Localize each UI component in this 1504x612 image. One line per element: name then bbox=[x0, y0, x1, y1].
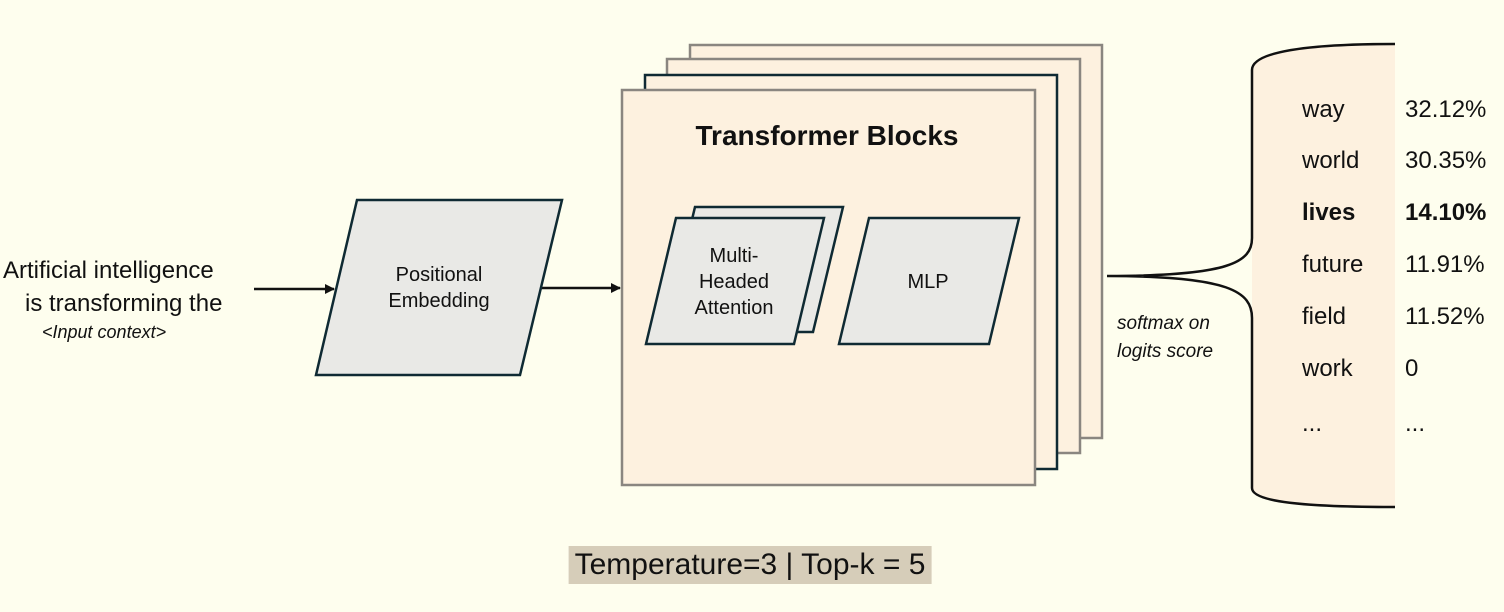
token-probability: 30.35% bbox=[1405, 147, 1487, 174]
token-label: lives bbox=[1302, 199, 1356, 226]
token-label: field bbox=[1302, 303, 1347, 330]
softmax-line-1: softmax on bbox=[1117, 313, 1210, 334]
mlp-label: MLP bbox=[907, 271, 949, 293]
attention-line-1: Multi- bbox=[709, 245, 759, 267]
output-brace-fill bbox=[1252, 44, 1395, 507]
token-probability: 11.52% bbox=[1405, 303, 1485, 330]
mlp-shape bbox=[837, 216, 1021, 346]
attention-line-2: Headed bbox=[698, 271, 770, 293]
positional-embedding-label: Positional Embedding bbox=[388, 262, 489, 314]
token-probability: 11.91% bbox=[1405, 251, 1485, 278]
token-label: work bbox=[1302, 355, 1353, 382]
positional-embedding-line-1: Positional bbox=[395, 264, 483, 286]
token-probability: 32.12% bbox=[1405, 96, 1487, 123]
positional-embedding-shape bbox=[314, 198, 564, 377]
token-label: ... bbox=[1302, 410, 1323, 437]
token-label: future bbox=[1302, 251, 1364, 278]
attention-line-3: Attention bbox=[694, 297, 774, 319]
softmax-annotation: softmax on logits score bbox=[1117, 310, 1213, 366]
token-label: world bbox=[1302, 147, 1360, 174]
input-line-1: Artificial intelligence bbox=[3, 257, 214, 284]
input-context-hint: <Input context> bbox=[42, 322, 167, 342]
output-brace bbox=[1106, 42, 1396, 509]
attention-shape-front bbox=[644, 216, 826, 346]
token-probability: 0 bbox=[1405, 355, 1419, 382]
token-probability: ... bbox=[1405, 410, 1426, 437]
token-probability: 14.10% bbox=[1405, 199, 1487, 226]
positional-embedding-line-2: Embedding bbox=[388, 290, 490, 312]
token-label: way bbox=[1302, 96, 1345, 123]
softmax-line-2: logits score bbox=[1117, 341, 1214, 362]
sampling-settings: Temperature=3 | Top-k = 5 bbox=[568, 546, 932, 584]
transformer-blocks-title: Transformer Blocks bbox=[695, 120, 959, 151]
input-line-2: is transforming the bbox=[25, 290, 223, 317]
attention-label: Multi- Headed Attention bbox=[695, 243, 774, 321]
